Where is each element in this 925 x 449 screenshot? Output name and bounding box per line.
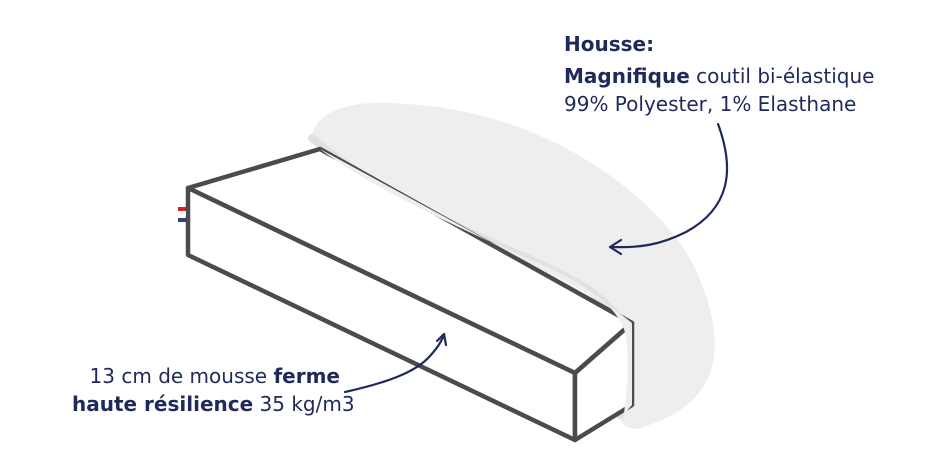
foam-line1-regular: 13 cm de mousse bbox=[89, 364, 274, 388]
cover-arrow-icon bbox=[608, 122, 729, 256]
cover-description-rest: coutil bi-élastique bbox=[689, 64, 875, 88]
foam-line1: 13 cm de mousse ferme bbox=[72, 362, 340, 390]
cover-description-bold: Magnifique bbox=[564, 64, 690, 88]
foam-label: 13 cm de mousse ferme haute résilience 3… bbox=[72, 362, 355, 418]
cover-label: Housse: Magnifique coutil bi-élastique 9… bbox=[564, 30, 874, 118]
foam-line1-bold: ferme bbox=[273, 364, 340, 388]
foam-line2-regular: 35 kg/m3 bbox=[253, 392, 355, 416]
cover-description-line2: 99% Polyester, 1% Elasthane bbox=[564, 92, 857, 116]
foam-line2: haute résilience 35 kg/m3 bbox=[72, 390, 355, 418]
cover-title: Housse: bbox=[564, 32, 655, 56]
cover-overlap bbox=[320, 149, 632, 414]
cover-description-line1: Magnifique coutil bi-élastique bbox=[564, 62, 874, 90]
foam-line2-bold: haute résilience bbox=[72, 392, 254, 416]
foam-arrow-icon bbox=[343, 332, 448, 394]
french-flag-icon bbox=[178, 207, 186, 222]
